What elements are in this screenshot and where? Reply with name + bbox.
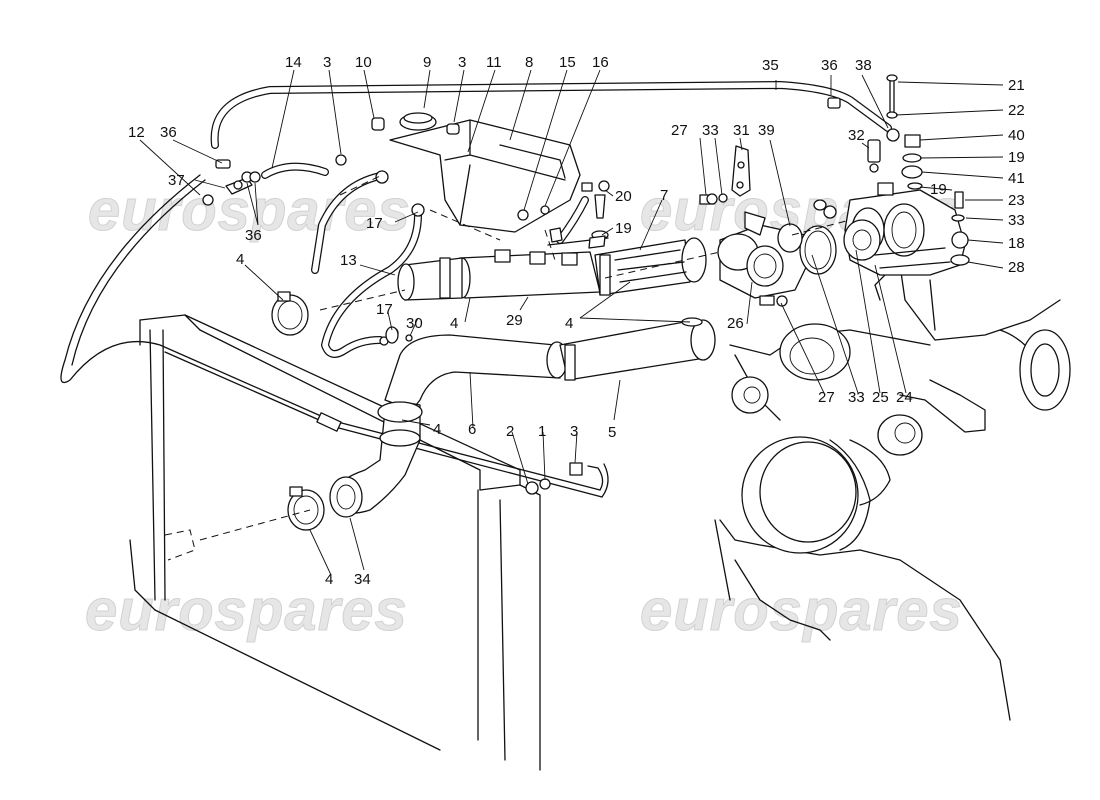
callout-30: 30 xyxy=(406,315,423,332)
callout-27: 27 xyxy=(818,389,835,406)
callout-12: 12 xyxy=(128,124,145,141)
callout-23: 23 xyxy=(1008,192,1025,209)
callout-3: 3 xyxy=(323,54,331,71)
callout-4: 4 xyxy=(236,251,244,268)
callout-33: 33 xyxy=(848,389,865,406)
callout-39: 39 xyxy=(758,122,775,139)
thermostat-housing xyxy=(699,145,837,307)
callout-8: 8 xyxy=(525,54,533,71)
callout-22: 22 xyxy=(1008,102,1025,119)
callout-36: 36 xyxy=(160,124,177,141)
callout-19: 19 xyxy=(930,181,947,198)
callout-33: 33 xyxy=(1008,212,1025,229)
callout-19: 19 xyxy=(1008,149,1025,166)
callout-1: 1 xyxy=(538,423,546,440)
callout-leaders xyxy=(139,69,1004,576)
callout-37: 37 xyxy=(168,172,185,189)
callout-25: 25 xyxy=(872,389,889,406)
callout-32: 32 xyxy=(848,127,865,144)
callout-16: 16 xyxy=(592,54,609,71)
callout-28: 28 xyxy=(1008,259,1025,276)
callout-9: 9 xyxy=(423,54,431,71)
watermark-text: eurospares xyxy=(640,578,963,643)
callout-13: 13 xyxy=(340,252,357,269)
long-overflow-pipe xyxy=(60,174,609,498)
callout-31: 31 xyxy=(733,122,750,139)
callout-3: 3 xyxy=(458,54,466,71)
callout-4: 4 xyxy=(433,421,441,438)
callout-4: 4 xyxy=(450,315,458,332)
callout-11: 11 xyxy=(486,54,502,71)
callout-4: 4 xyxy=(565,315,573,332)
callout-36: 36 xyxy=(821,57,838,74)
callout-29: 29 xyxy=(506,312,523,329)
callout-3: 3 xyxy=(570,423,578,440)
lower-vent-hose xyxy=(321,203,425,358)
part-callouts: 14 3 10 9 3 11 8 15 16 35 36 38 21 22 40… xyxy=(128,54,1025,588)
callout-18: 18 xyxy=(1008,235,1025,252)
watermark-text: eurospares xyxy=(85,578,408,643)
callout-7: 7 xyxy=(660,187,668,204)
radiator xyxy=(129,314,541,771)
callout-2: 2 xyxy=(506,423,514,440)
callout-34: 34 xyxy=(354,571,371,588)
callout-41: 41 xyxy=(1008,170,1025,187)
callout-38: 38 xyxy=(855,57,872,74)
callout-4: 4 xyxy=(325,571,333,588)
callout-17: 17 xyxy=(376,301,393,318)
callout-24: 24 xyxy=(896,389,913,406)
engine-block xyxy=(714,264,1071,721)
alignment-lines xyxy=(199,175,851,541)
callout-26: 26 xyxy=(727,315,744,332)
callout-27: 27 xyxy=(671,122,688,139)
lower-hoses xyxy=(329,317,716,518)
callout-14: 14 xyxy=(285,54,302,71)
callout-6: 6 xyxy=(468,421,476,438)
manifold-pipe xyxy=(397,227,707,301)
callout-40: 40 xyxy=(1008,127,1025,144)
callout-21: 21 xyxy=(1008,77,1025,94)
callout-20: 20 xyxy=(615,188,632,205)
callout-10: 10 xyxy=(355,54,372,71)
callout-5: 5 xyxy=(608,424,616,441)
callout-36: 36 xyxy=(245,227,262,244)
callout-19: 19 xyxy=(615,220,632,237)
upper-vent-hoses xyxy=(202,81,900,206)
callout-33: 33 xyxy=(702,122,719,139)
hose-clamps xyxy=(271,291,399,531)
callout-17: 17 xyxy=(366,215,383,232)
callout-35: 35 xyxy=(762,57,779,74)
expansion-tank xyxy=(311,112,610,274)
callout-15: 15 xyxy=(559,54,576,71)
water-pump-assembly xyxy=(813,74,970,276)
